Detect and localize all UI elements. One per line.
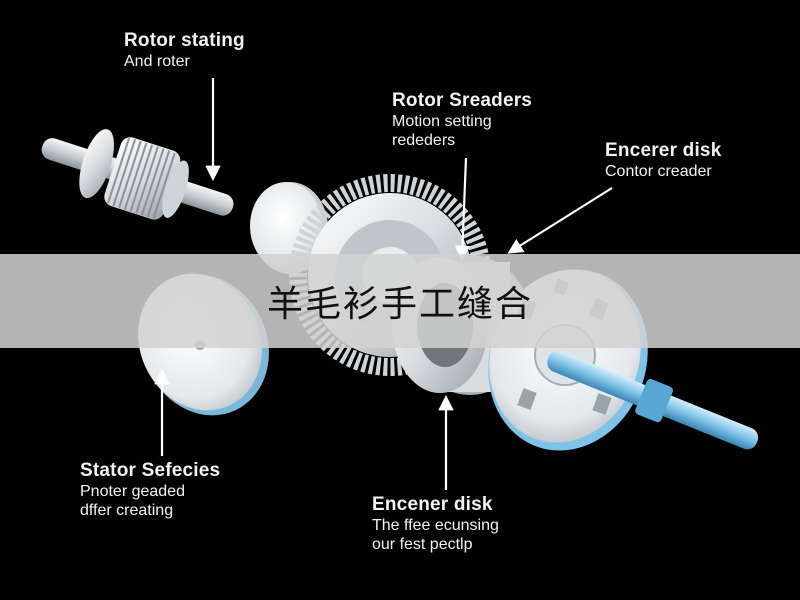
label-rotor-sreaders-line1: Motion setting (392, 113, 492, 130)
label-encener-disk-line2: our fest pectlp (372, 536, 473, 553)
banner-text: 羊毛衫手工缝合 (266, 284, 533, 325)
label-rotor-stating-line1: And roter (124, 53, 190, 70)
label-stator-sefecies-line2: dffer creating (80, 502, 174, 519)
label-rotor-sreaders-line2: rededers (392, 132, 456, 149)
label-rotor-sreaders-title: Rotor Sreaders (392, 90, 533, 111)
label-stator-sefecies-line1: Pnoter geaded (80, 483, 185, 500)
callout-arrows (154, 78, 613, 490)
label-stator-sefecies: Stator Sefecies Pnoter geaded dffer crea… (80, 460, 220, 520)
label-rotor-sreaders: Rotor Sreaders Motion setting rededers (392, 90, 532, 150)
label-rotor-stating: Rotor stating And roter (124, 30, 245, 71)
label-encener-disk: Encener disk The ffee ecunsing our fest … (372, 494, 499, 554)
title-banner: 羊毛衫手工缝合 (0, 254, 800, 348)
label-encerer-disk-title: Encerer disk (605, 140, 722, 161)
label-rotor-stating-title: Rotor stating (124, 30, 245, 51)
rotor-shaft-assembly (41, 129, 234, 220)
label-encerer-disk-line1: Contor creader (605, 163, 712, 180)
label-encener-disk-line1: The ffee ecunsing (372, 517, 499, 534)
label-encener-disk-title: Encener disk (372, 494, 493, 515)
label-stator-sefecies-title: Stator Sefecies (80, 460, 221, 481)
label-encerer-disk: Encerer disk Contor creader (605, 140, 721, 181)
